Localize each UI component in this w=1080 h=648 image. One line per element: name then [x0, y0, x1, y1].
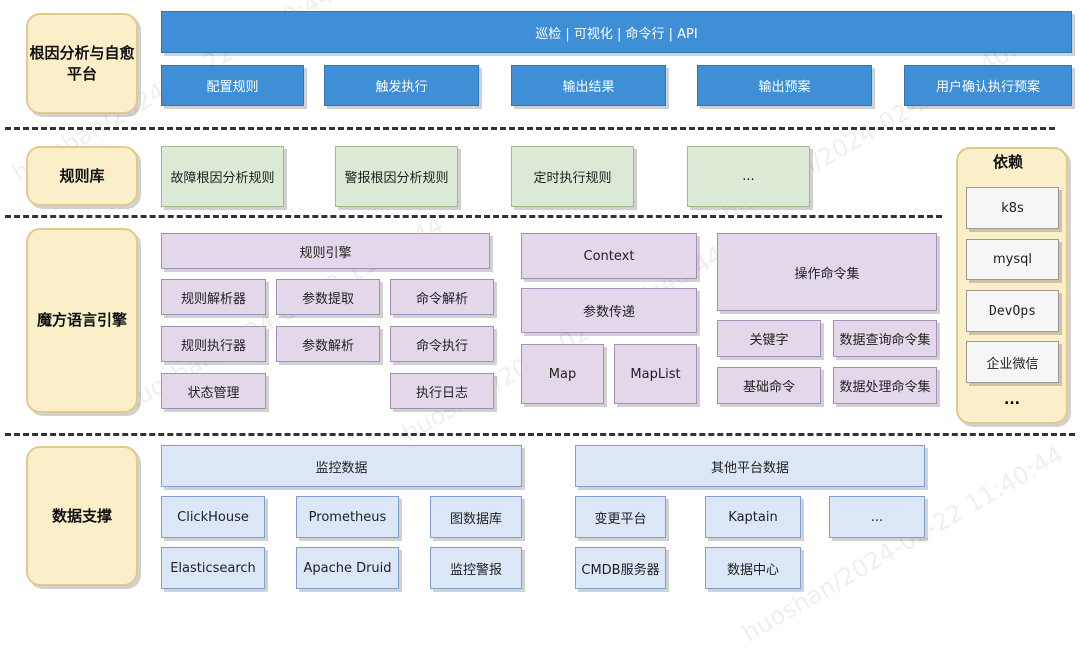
dependencies-title: 依赖: [993, 153, 1024, 171]
other-data-item: Kaptain: [705, 496, 801, 538]
platform-item: 输出结果: [511, 65, 666, 106]
monitoring-item: Apache Druid: [296, 547, 399, 589]
monitoring-item: ClickHouse: [161, 496, 265, 538]
rule-item: 定时执行规则: [511, 146, 634, 207]
other-data-item: 变更平台: [575, 496, 666, 538]
command-item: 基础命令: [717, 367, 821, 404]
context-item: 参数传递: [521, 288, 697, 333]
context-item: Map: [521, 344, 604, 404]
rule-item: 警报根因分析规则: [335, 146, 458, 207]
dependency-item: DevOps: [966, 290, 1059, 332]
rule-engine-item: 命令执行: [390, 326, 494, 362]
layer-separator: [5, 215, 942, 218]
rule-engine-item: 参数提取: [276, 279, 380, 315]
monitoring-item: 图数据库: [430, 496, 522, 538]
other-data-header: 其他平台数据: [575, 445, 925, 487]
platform-item: 触发执行: [324, 65, 479, 106]
rule-engine-header: 规则引擎: [161, 233, 490, 269]
rule-item: ...: [687, 146, 810, 207]
dependency-item: k8s: [966, 187, 1059, 229]
dependency-item: ...: [1004, 392, 1020, 408]
layer-label-platform: 根因分析与自愈 平台: [26, 13, 138, 114]
platform-item: 配置规则: [161, 65, 304, 106]
context-item: MapList: [614, 344, 697, 404]
rule-engine-item: 规则执行器: [161, 326, 266, 362]
platform-banner: 巡检 | 可视化 | 命令行 | API: [161, 11, 1072, 53]
dependency-item: 企业微信: [966, 341, 1059, 383]
platform-item: 用户确认执行预案: [904, 65, 1072, 106]
dependency-item: mysql: [966, 239, 1059, 280]
monitoring-item: Prometheus: [296, 496, 399, 538]
monitoring-header: 监控数据: [161, 445, 522, 487]
layer-separator: [5, 433, 1075, 436]
other-data-item: CMDB服务器: [575, 547, 666, 589]
rule-engine-item: 规则解析器: [161, 279, 266, 315]
command-item: 关键字: [717, 320, 821, 357]
rule-item: 故障根因分析规则: [161, 146, 284, 207]
other-data-item: 数据中心: [705, 547, 801, 589]
layer-separator: [5, 127, 1055, 130]
command-item: 数据查询命令集: [833, 320, 937, 357]
other-data-item: ...: [829, 496, 925, 538]
layer-label-engine: 魔方语言引擎: [26, 228, 138, 413]
context-header: Context: [521, 233, 697, 279]
layer-label-data: 数据支撑: [26, 446, 138, 586]
rule-engine-item: 命令解析: [390, 279, 494, 315]
rule-engine-item: 执行日志: [390, 373, 494, 409]
monitoring-item: 监控警报: [430, 547, 522, 589]
rule-engine-item: 状态管理: [161, 373, 266, 409]
commands-header: 操作命令集: [717, 233, 937, 311]
layer-label-rules: 规则库: [26, 146, 138, 206]
command-item: 数据处理命令集: [833, 367, 937, 404]
monitoring-item: Elasticsearch: [161, 547, 265, 589]
rule-engine-item: 参数解析: [276, 326, 380, 362]
platform-item: 输出预案: [697, 65, 872, 106]
